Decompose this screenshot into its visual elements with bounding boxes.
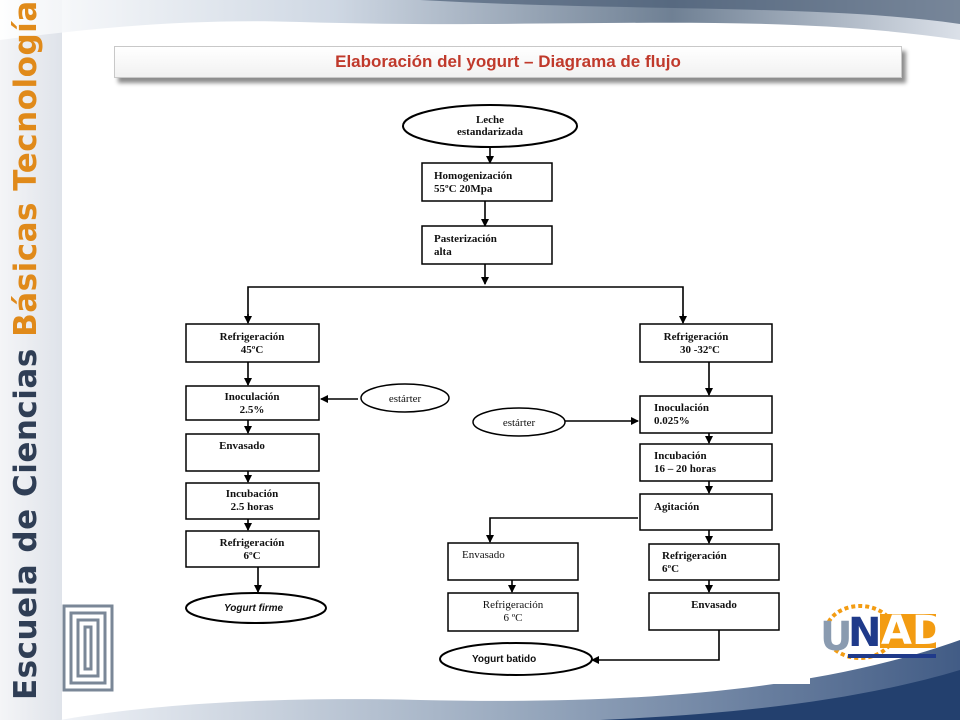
node-right-incubacion: Incubación 16 – 20 horas [639, 443, 773, 482]
node-homog-line2: 55ºC 20Mpa [434, 183, 493, 195]
node-r-refrig1-line2: 30 -32ºC [680, 344, 720, 356]
node-envas-b-label: Envasado [691, 599, 737, 611]
bottom-swoosh [60, 640, 960, 720]
node-yogurt-batido: Yogurt batido [439, 642, 593, 676]
school-vertical-label: Escuela de Ciencias Básicas Tecnología e… [8, 0, 44, 700]
flowchart: Leche estandarizada Homogenización 55ºC … [185, 104, 780, 676]
node-r-inoc-line2: 0.025% [654, 415, 690, 427]
node-envas-a-label: Envasado [462, 549, 505, 561]
node-right-refrigeracion-6b: Refrigeración 6ºC [648, 543, 780, 581]
node-l-envas-label: Envasado [219, 440, 265, 452]
node-l-refrig1-line1: Refrigeración [220, 331, 285, 343]
node-refrig-b-line2: 6ºC [662, 563, 679, 575]
node-refrig-b-line1: Refrigeración [662, 550, 727, 562]
maze-logo-icon [62, 604, 114, 692]
sidebar-panel [0, 0, 62, 720]
unad-logo: U N AD [820, 604, 945, 660]
node-right-refrigeracion-6a: Refrigeración 6 ºC [447, 592, 579, 632]
node-left-incubacion: Incubación 2.5 horas [185, 482, 320, 520]
node-l-incub-line1: Incubación [226, 488, 279, 500]
edge-split-branches [247, 286, 684, 322]
node-l-inoc-line1: Inoculación [224, 391, 279, 403]
logo-ad-bg [880, 614, 936, 648]
node-r-end-label: Yogurt batido [472, 654, 536, 665]
bottom-swoosh-dark [600, 670, 960, 720]
node-l-refrig2-line2: 6ºC [243, 550, 260, 562]
connectors [244, 147, 720, 664]
node-pasterizacion: Pasterización alta [421, 225, 553, 265]
node-r-inoc-line1: Inoculación [654, 402, 709, 414]
node-leche-estandarizada: Leche estandarizada [402, 104, 578, 148]
node-paste-line2: alta [434, 246, 452, 258]
node-agit-label: Agitación [654, 501, 699, 513]
node-right-envasado-b: Envasado [648, 592, 780, 631]
node-r-incub-line2: 16 – 20 horas [654, 463, 717, 475]
node-start-line2: estandarizada [457, 126, 524, 138]
node-left-inoculacion: Inoculación 2.5% [185, 385, 320, 421]
node-refrig-a-line1: Refrigeración [483, 599, 544, 611]
node-r-refrig1-line1: Refrigeración [664, 331, 729, 343]
node-homog-line1: Homogenización [434, 170, 512, 182]
top-swoosh-dark [420, 0, 960, 24]
node-left-refrigeracion-45: Refrigeración 45ºC [185, 323, 320, 363]
school-label-dark: Escuela de Ciencias [8, 336, 44, 700]
node-refrig-a-line2: 6 ºC [504, 612, 523, 624]
node-paste-line1: Pasterización [434, 233, 497, 245]
node-l-incub-line2: 2.5 horas [231, 501, 275, 513]
node-l-refrig1-line2: 45ºC [241, 344, 264, 356]
logo-letters-ad: AD [881, 608, 945, 654]
flowchart-canvas: Leche estandarizada Homogenización 55ºC … [172, 96, 810, 684]
node-right-refrigeracion-30: Refrigeración 30 -32ºC [639, 323, 773, 363]
node-r-incub-line1: Incubación [654, 450, 707, 462]
node-l-end-label: Yogurt firme [224, 603, 284, 614]
node-left-envasado: Envasado [185, 433, 320, 472]
edge-agit-envas-a [486, 517, 638, 543]
edge-envas-b-end [591, 630, 720, 664]
logo-stripe [848, 654, 936, 658]
title-bar: Elaboración del yogurt – Diagrama de flu… [114, 46, 902, 78]
node-yogurt-firme: Yogurt firme [185, 592, 327, 624]
node-right-envasado-a: Envasado [447, 542, 579, 581]
node-l-inoc-line2: 2.5% [240, 404, 265, 416]
school-label-accent: Básicas Tecnología e Ingeniería [8, 0, 44, 337]
logo-letter-n: N [848, 610, 881, 656]
node-agitacion: Agitación [639, 493, 773, 531]
page-title: Elaboración del yogurt – Diagrama de flu… [335, 52, 681, 71]
node-left-estarter: estárter [360, 383, 450, 413]
node-homogenizacion: Homogenización 55ºC 20Mpa [421, 162, 553, 202]
node-r-starter-label: estárter [503, 417, 536, 429]
logo-letter-u: U [820, 614, 852, 660]
node-l-starter-label: estárter [389, 393, 422, 405]
node-l-refrig2-line1: Refrigeración [220, 537, 285, 549]
node-right-estarter: estárter [472, 407, 566, 437]
node-right-inoculacion: Inoculación 0.025% [639, 395, 773, 434]
node-start-line1: Leche [476, 114, 504, 126]
node-left-refrigeracion-6: Refrigeración 6ºC [185, 530, 320, 568]
top-swoosh [0, 0, 960, 40]
